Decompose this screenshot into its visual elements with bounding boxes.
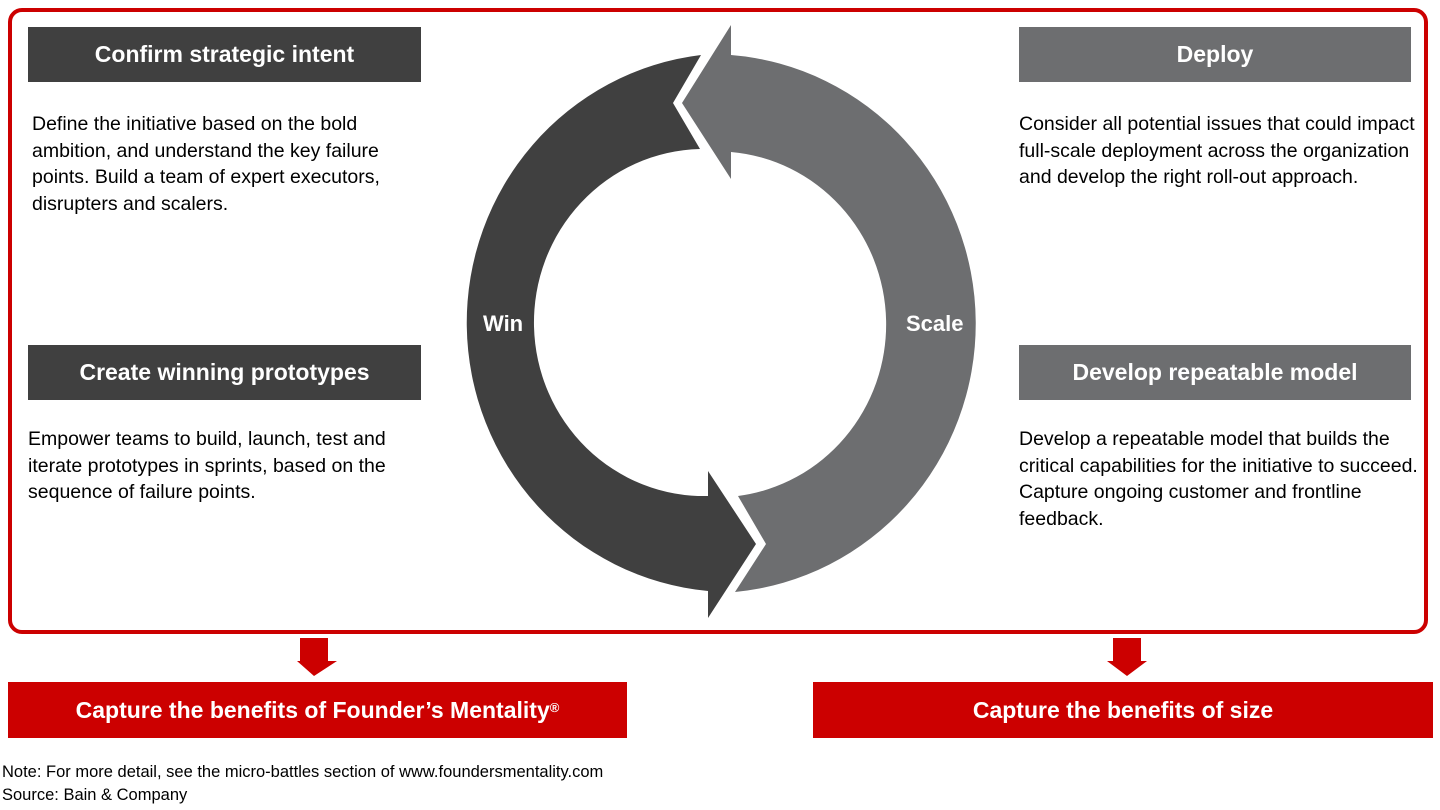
outcome-founders-mentality-label: Capture the benefits of Founder’s Mental… <box>75 696 550 723</box>
registered-mark: ® <box>549 699 560 715</box>
header-create-winning-prototypes: Create winning prototypes <box>28 345 421 400</box>
outcome-size: Capture the benefits of size <box>813 682 1433 738</box>
text-confirm-strategic-intent: Define the initiative based on the bold … <box>32 113 380 215</box>
down-arrow-right <box>1107 638 1147 676</box>
win-arrow <box>466 55 756 618</box>
text-create-winning-prototypes: Empower teams to build, launch, test and… <box>28 428 386 503</box>
header-deploy: Deploy <box>1019 27 1411 82</box>
footnote: Note: For more detail, see the micro-bat… <box>2 763 604 781</box>
outcome-size-label: Capture the benefits of size <box>972 696 1274 723</box>
text-develop-repeatable-model: Develop a repeatable model that builds t… <box>1019 428 1418 530</box>
scale-label: Scale <box>906 311 964 336</box>
win-label: Win <box>483 311 524 336</box>
process-frame <box>8 8 1428 634</box>
text-deploy: Consider all potential issues that could… <box>1019 113 1415 188</box>
header-develop-repeatable-model: Develop repeatable model <box>1019 345 1411 400</box>
outcome-founders-mentality: Capture the benefits of Founder’s Mental… <box>8 682 627 738</box>
source-note: Source: Bain & Company <box>2 786 188 804</box>
header-confirm-strategic-intent: Confirm strategic intent <box>28 27 421 82</box>
down-arrow-left <box>297 638 337 676</box>
scale-arrow <box>682 25 976 592</box>
